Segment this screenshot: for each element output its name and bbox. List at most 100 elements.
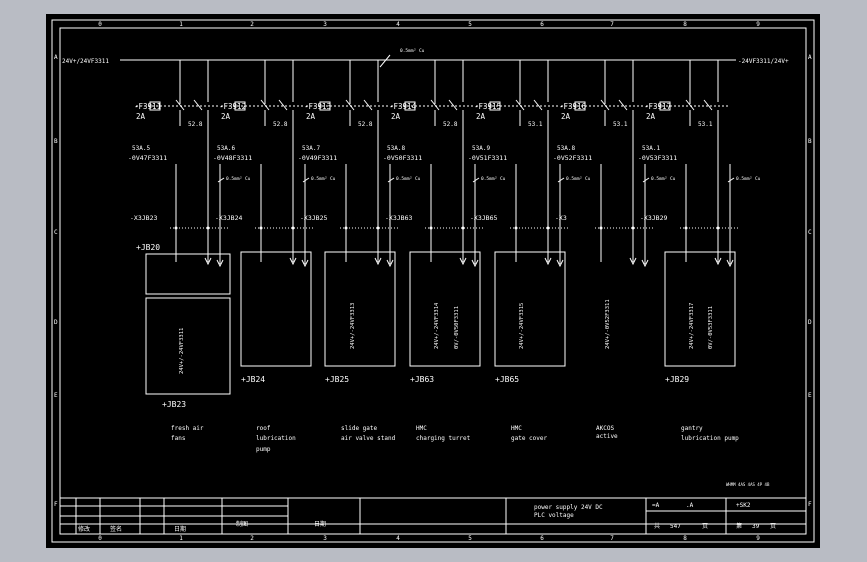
title-description-1: power supply 24V DC — [534, 504, 603, 511]
cable-mark — [302, 177, 310, 183]
function-descriptions: fresh air fans roof lubrication pump sli… — [171, 425, 739, 453]
row-label: A — [808, 54, 812, 61]
row-label: D — [54, 319, 58, 326]
fuse-ref: 52.8 — [188, 121, 203, 128]
function-line: lubrication — [256, 435, 296, 442]
function-line: active — [596, 433, 618, 440]
cable-note: 0.5mm² Cu — [566, 176, 591, 182]
arrow-mark — [471, 259, 479, 268]
box-jb63 — [409, 251, 481, 367]
column-label: 7 — [610, 21, 614, 28]
arrow-mark — [459, 257, 467, 266]
wire-label: -0V53F3311 — [638, 154, 677, 162]
column-label: 8 — [683, 21, 687, 28]
arrow-mark — [216, 259, 224, 268]
wire-label: -0V52F3311 — [553, 154, 592, 162]
wire-ref: 53A.1 — [642, 145, 660, 152]
fuse-rating: 2A — [221, 112, 231, 121]
wire-ref: 53A.7 — [302, 145, 320, 152]
row-label: C — [808, 229, 812, 236]
terminal-dot — [599, 226, 603, 230]
title-name-label: 签名 — [110, 525, 122, 533]
arrow-mark — [374, 257, 382, 266]
column-label: 1 — [179, 21, 183, 28]
title-sheet-unit: 页 — [770, 523, 776, 530]
function-line: HMC — [416, 425, 427, 432]
function-line: AKCOS — [596, 425, 614, 432]
fuse-ref: 53.1 — [528, 121, 543, 128]
terminal-tag: -X3JB63 — [385, 214, 412, 222]
fuse-tag: -F3916 — [559, 102, 587, 111]
box-label-jb65: +JB65 — [495, 375, 519, 384]
terminal-dot — [429, 226, 433, 230]
fuse-contact — [448, 99, 458, 111]
column-label: 5 — [468, 21, 472, 28]
fuse-rating: 2A — [561, 112, 571, 121]
terminal-tag: -X3JB24 — [215, 214, 242, 222]
row-label: F — [808, 501, 812, 508]
row-label: A — [54, 54, 58, 61]
fuse-tag: -F3915 — [474, 102, 501, 111]
title-plant: =A — [652, 502, 660, 509]
wire-label: -0V50F3311 — [383, 154, 422, 162]
cable-mark — [642, 177, 650, 183]
vertical-label: 24V+/-24VF3315 — [519, 303, 525, 349]
wire-ref: 53A.8 — [557, 145, 575, 152]
function-line: lubrication pump — [681, 435, 739, 442]
function-line: fresh air — [171, 425, 204, 432]
terminal-dot — [206, 226, 210, 230]
terminal-tag: -X3JB65 — [470, 214, 497, 222]
wire-ref: 53A.9 — [472, 145, 490, 152]
vertical-label: 24V+/-24VF3311 — [179, 328, 185, 374]
arrow-mark — [301, 259, 309, 268]
terminal-dot — [174, 226, 178, 230]
fuse-ref: 52.8 — [273, 121, 288, 128]
cable-mark — [727, 177, 735, 183]
junction-boxes — [145, 251, 736, 395]
wire-label: -0V51F3311 — [468, 154, 507, 162]
terminal-dot — [461, 226, 465, 230]
vertical-label: 0V/-0V53F3311 — [708, 306, 714, 349]
terminal-tag: -X3 — [555, 214, 567, 222]
cable-note: 0.5mm² Cu — [311, 176, 336, 182]
arrow-mark — [714, 257, 722, 266]
vertical-label: 24V+/-24VF3317 — [689, 303, 695, 349]
column-label: 6 — [540, 21, 544, 28]
small-note: WHMM 4AS 4AS 4P 4B — [726, 482, 770, 487]
fuse-contact — [193, 99, 203, 111]
fuse-rating: 2A — [391, 112, 401, 121]
cable-note: 0.5mm² Cu — [481, 176, 506, 182]
cable-note: 0.5mm² Cu — [736, 176, 761, 182]
row-label: C — [54, 229, 58, 236]
title-rev-label: 修改 — [78, 525, 90, 533]
cable-mark — [472, 177, 480, 183]
fuse-body — [659, 101, 671, 111]
vertical-label: 24V+/-24VF3314 — [434, 302, 440, 349]
box-label-jb63: +JB63 — [410, 375, 434, 384]
title-location: .A — [686, 502, 694, 509]
fuse-body — [319, 101, 331, 111]
fuse-contact — [175, 99, 185, 111]
fuse-rating: 2A — [306, 112, 316, 121]
top-bus-left-label: 24V+/24VF3311 — [62, 58, 109, 65]
fuse-rating: 2A — [136, 112, 146, 121]
box-label-jb29: +JB29 — [665, 375, 689, 384]
terminal-dot — [376, 226, 380, 230]
fuse-contact — [260, 99, 270, 111]
drawing-frame — [51, 19, 815, 543]
column-label: 0 — [98, 21, 102, 28]
function-line: air valve stand — [341, 435, 396, 442]
function-line: HMC — [511, 425, 522, 432]
cable-mark — [557, 177, 565, 183]
title-doc: +SK2 — [736, 502, 751, 509]
fuse-rating: 2A — [646, 112, 656, 121]
column-label: 2 — [250, 21, 254, 28]
fuse-contact — [345, 99, 355, 111]
box-label-jb23: +JB23 — [162, 400, 186, 409]
row-label: B — [808, 138, 812, 145]
title-date2-label: 日期 — [314, 520, 326, 528]
